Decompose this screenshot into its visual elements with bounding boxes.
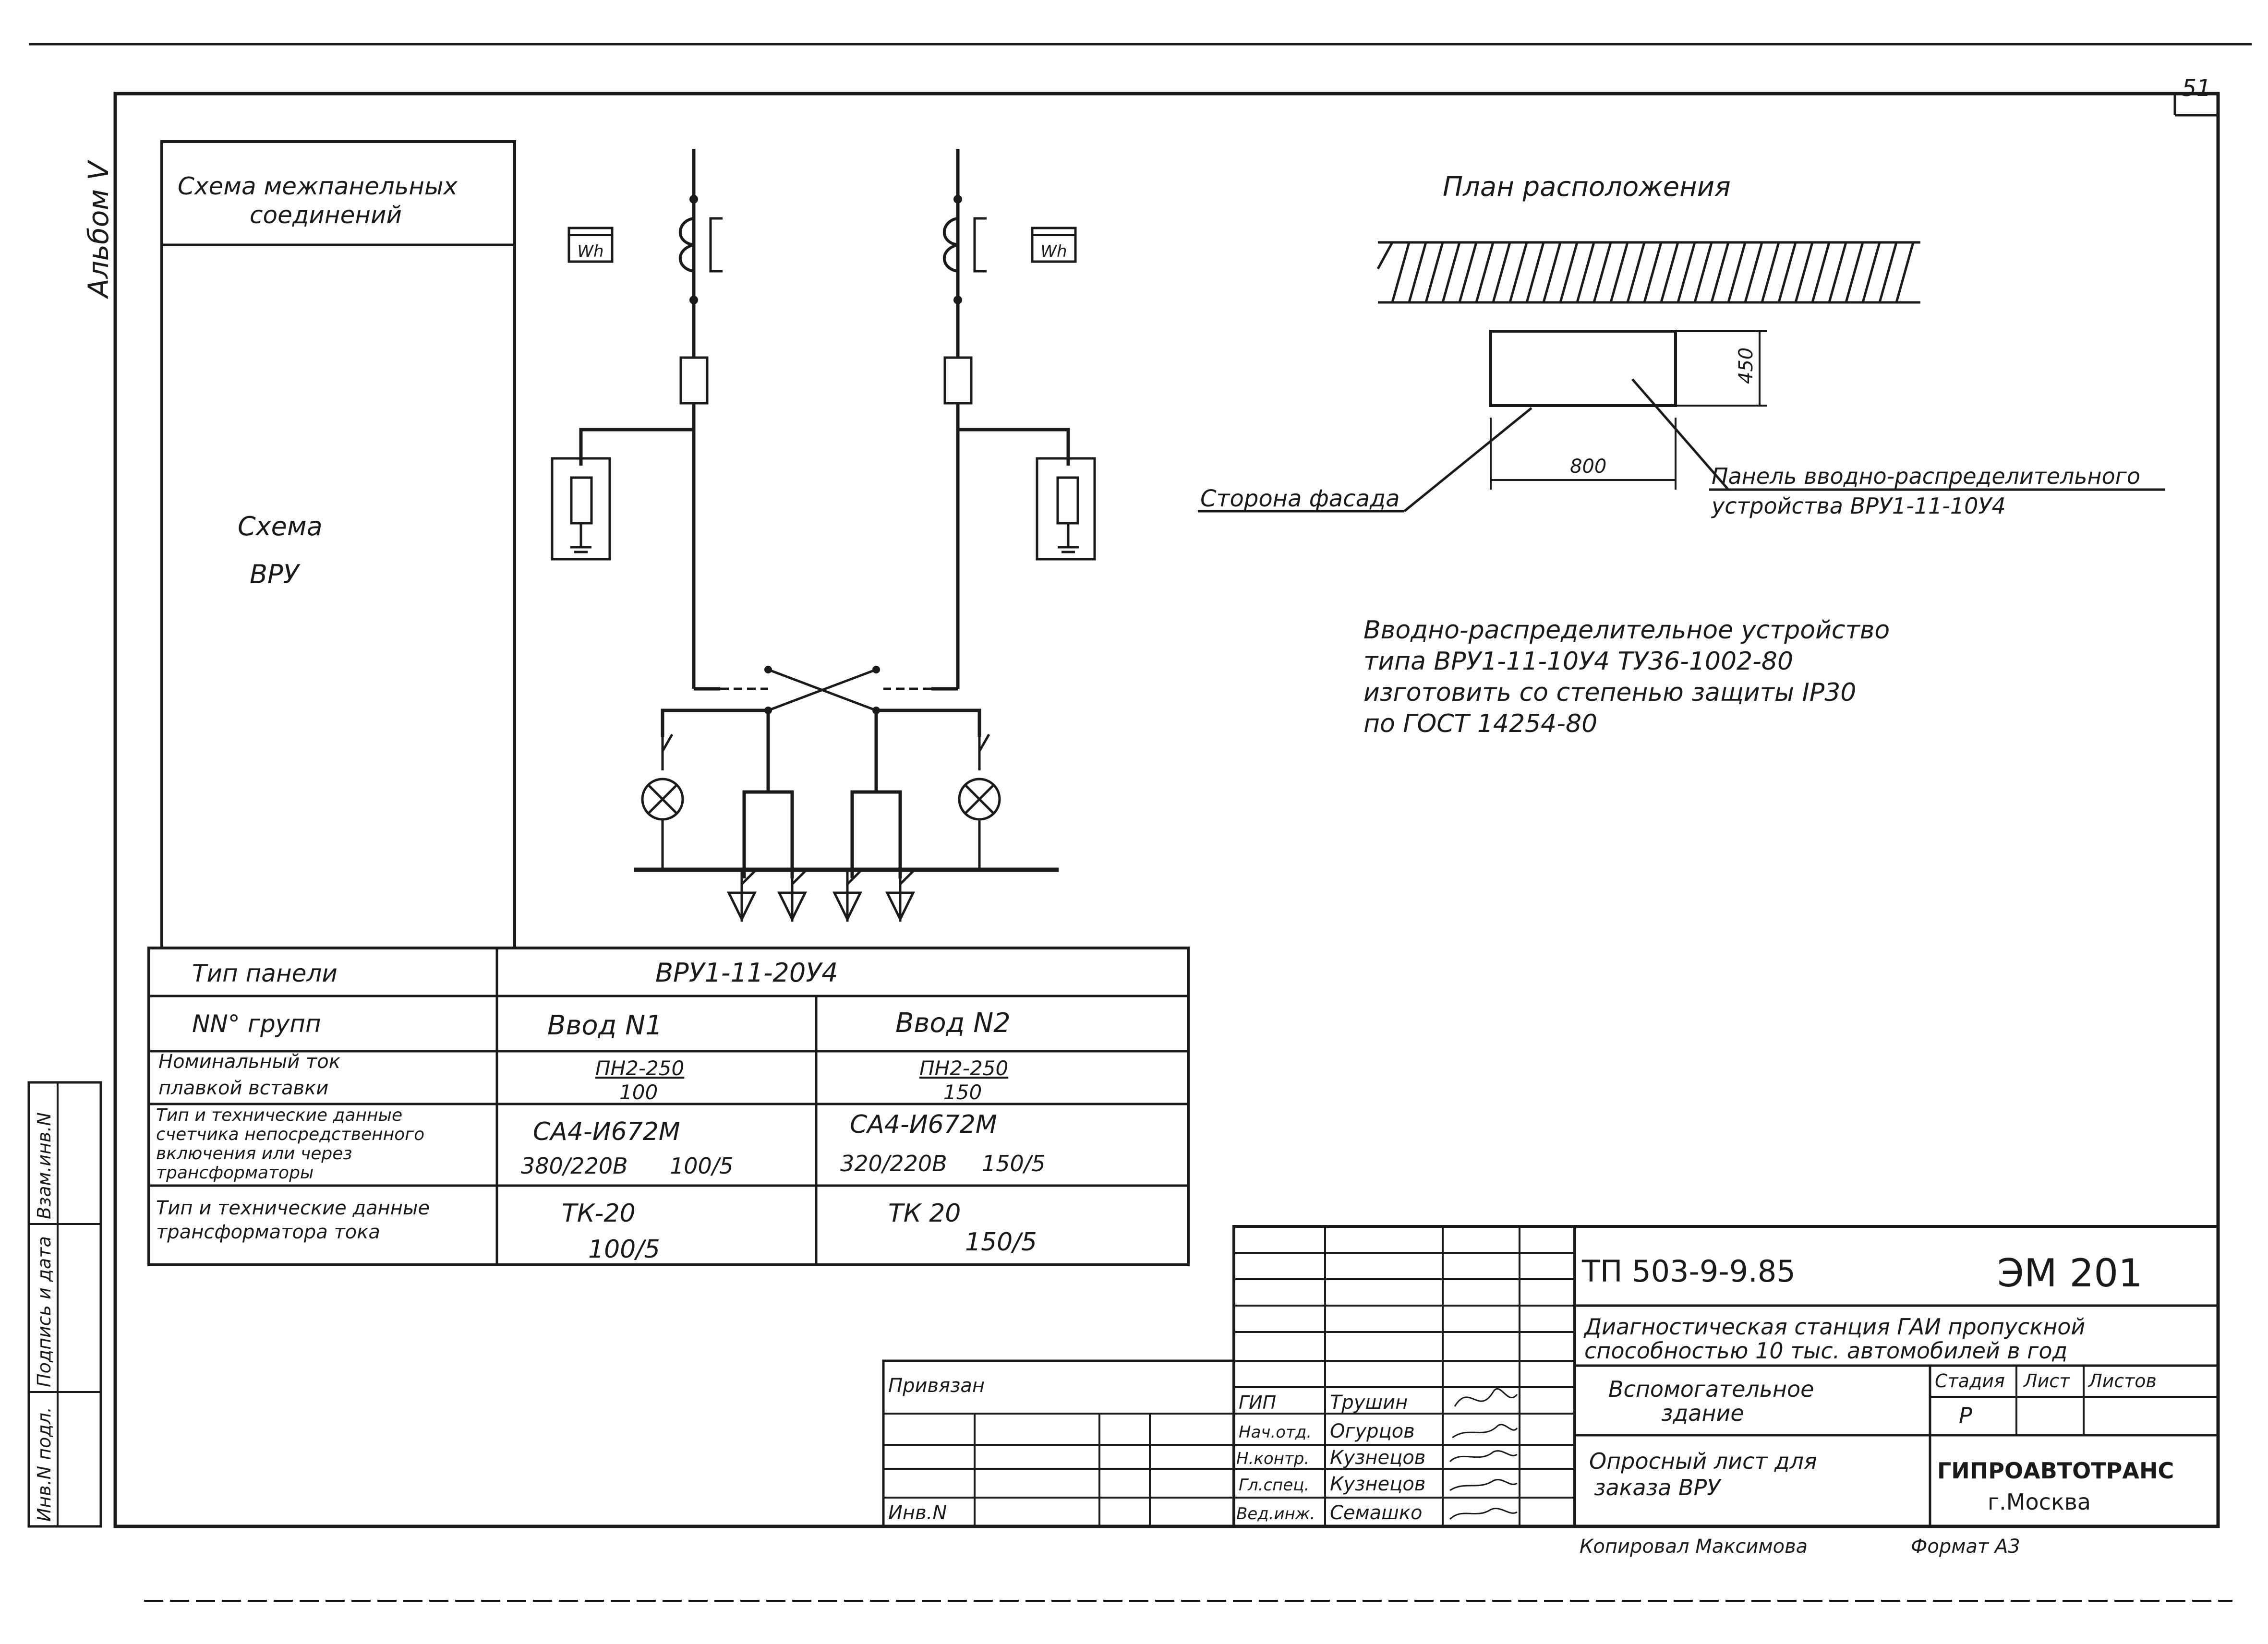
plan-wall	[1376, 241, 1920, 304]
interpanel-box	[160, 140, 516, 949]
input1-fuse-type: ПН2-250	[595, 1056, 684, 1080]
input1-ct-type: ТК-20	[562, 1199, 636, 1228]
binding-label: Привязан	[888, 1375, 985, 1397]
input1-meter-type: СА4-И672М	[533, 1117, 680, 1146]
left-strip-inv: Инв.N подл.	[34, 1407, 55, 1522]
sheet-header: Лист	[2023, 1370, 2071, 1392]
staff-name-2: Огурцов	[1330, 1420, 1415, 1442]
row-label-meter-1: Тип и технические данные	[156, 1105, 402, 1125]
plan-panel	[1489, 330, 1677, 407]
group-breakers	[742, 790, 902, 878]
plan-leaders	[1198, 378, 2165, 513]
input2-fuse-current: 150	[943, 1080, 982, 1104]
album-label: Альбом V	[82, 159, 115, 300]
plan-title: План расположения	[1443, 171, 1731, 203]
meter-right-label: Wh	[1040, 242, 1067, 261]
staff-name-5: Семашко	[1330, 1502, 1422, 1524]
scheme-label-1: Схема	[238, 511, 323, 541]
plan-dim-width: 800	[1570, 456, 1606, 478]
panel-type-value: ВРУ1-11-20У4	[655, 958, 838, 988]
row-label-panel-type: Тип панели	[192, 960, 338, 987]
building-line-1: Вспомогательное	[1608, 1376, 1814, 1402]
row-label-meter-4: трансформаторы	[156, 1163, 314, 1183]
transfer-switch	[661, 666, 981, 792]
binding-inv-label: Инв.N	[888, 1502, 947, 1524]
sheet-name-1: Опросный лист для	[1589, 1448, 1817, 1474]
row-label-ct-2: трансформатора тока	[156, 1221, 380, 1243]
input1-name: Ввод N1	[547, 1010, 663, 1041]
staff-role-3: Н.контр.	[1236, 1449, 1309, 1468]
meter-left-label: Wh	[577, 242, 603, 261]
input2-meter-volt: 320/220В	[840, 1151, 947, 1176]
plan-dim-depth: 450	[1735, 348, 1757, 384]
title-doc: ЭМ 201	[1997, 1251, 2143, 1296]
project-line-2: способностью 10 тыс. автомобилей в год	[1584, 1338, 2067, 1364]
row-label-fuse-2: плавкой вставки	[158, 1077, 328, 1099]
interpanel-header-1: Схема межпанельных	[178, 172, 458, 200]
note-line-4: по ГОСТ 14254-80	[1363, 709, 1597, 738]
stage-value: Р	[1959, 1403, 1972, 1428]
org-city: г.Москва	[1988, 1489, 2091, 1515]
plan-dimensions	[1490, 330, 1767, 490]
sheets-header: Листов	[2087, 1370, 2157, 1392]
input2-fuse-type: ПН2-250	[919, 1056, 1008, 1080]
row-label-fuse-1: Номинальный ток	[158, 1051, 340, 1073]
facade-label: Сторона фасада	[1200, 485, 1400, 512]
interpanel-header-2: соединений	[250, 201, 402, 229]
input2-name: Ввод N2	[895, 1008, 1011, 1039]
note-line-3: изготовить со степенью защиты IP30	[1363, 678, 1856, 707]
input1-meter-current: 100/5	[670, 1153, 734, 1179]
staff-role-1: ГИП	[1239, 1392, 1276, 1413]
panel-label-2: устройства ВРУ1-11-10У4	[1711, 493, 2006, 519]
input2-ct-ratio: 150/5	[965, 1228, 1037, 1257]
panel-label-1: Панель вводно-распределительного	[1712, 463, 2140, 489]
input1-meter-volt: 380/220В	[521, 1153, 628, 1179]
input2-ct-type: ТК 20	[888, 1199, 961, 1228]
input2-meter-current: 150/5	[982, 1151, 1046, 1176]
note-line-1: Вводно-распределительное устройство	[1363, 616, 1890, 645]
input1-ct-ratio: 100/5	[588, 1235, 660, 1264]
scheme-label-2: ВРУ	[250, 559, 301, 589]
spec-table-grid	[147, 947, 1190, 1266]
row-label-meter-2: счетчика непосредственного	[156, 1125, 424, 1144]
building-line-2: здание	[1661, 1400, 1744, 1426]
stage-header: Стадия	[1935, 1370, 2005, 1392]
org-name: ГИПРОАВТОТРАНС	[1937, 1458, 2174, 1484]
feeder-right	[883, 149, 1096, 691]
sheet-frame	[29, 43, 2252, 1602]
row-label-ct-1: Тип и технические данные	[156, 1197, 430, 1219]
outgoing-feeders	[726, 869, 916, 922]
input1-fuse-current: 100	[619, 1080, 658, 1104]
meter-left	[567, 227, 614, 263]
binding-grid	[882, 1359, 1235, 1528]
left-strip	[27, 1081, 102, 1528]
staff-name-1: Трушин	[1330, 1392, 1408, 1414]
left-strip-sign: Подпись и дата	[34, 1236, 55, 1387]
left-strip-replace: Взам.инв.N	[34, 1112, 55, 1219]
staff-name-3: Кузнецов	[1330, 1447, 1425, 1469]
signal-lamps	[641, 733, 1001, 870]
staff-role-5: Вед.инж.	[1236, 1504, 1315, 1524]
staff-role-2: Нач.отд.	[1239, 1423, 1312, 1442]
project-line-1: Диагностическая станция ГАИ пропускной	[1583, 1314, 2085, 1340]
row-label-groups: NN° групп	[192, 1010, 321, 1038]
sheet-number: 51	[2182, 75, 2211, 102]
title-code: ТП 503-9-9.85	[1581, 1254, 1796, 1289]
vru-scheme	[551, 149, 1096, 922]
note-line-2: типа ВРУ1-11-10У4 ТУ36-1002-80	[1363, 647, 1793, 676]
signatures	[1449, 1388, 1518, 1520]
feeder-left	[551, 149, 768, 691]
meter-right	[1031, 227, 1077, 263]
row-label-meter-3: включения или через	[156, 1144, 352, 1164]
input2-meter-type: СА4-И672М	[850, 1110, 997, 1139]
title-block-grid	[1232, 1225, 2220, 1528]
sheet-name-2: заказа ВРУ	[1594, 1475, 1722, 1500]
staff-role-4: Гл.спец.	[1239, 1476, 1309, 1495]
staff-name-4: Кузнецов	[1330, 1473, 1425, 1495]
sheet-format: Формат А3	[1911, 1536, 2020, 1558]
copied-by: Копировал Максимова	[1580, 1536, 1808, 1558]
